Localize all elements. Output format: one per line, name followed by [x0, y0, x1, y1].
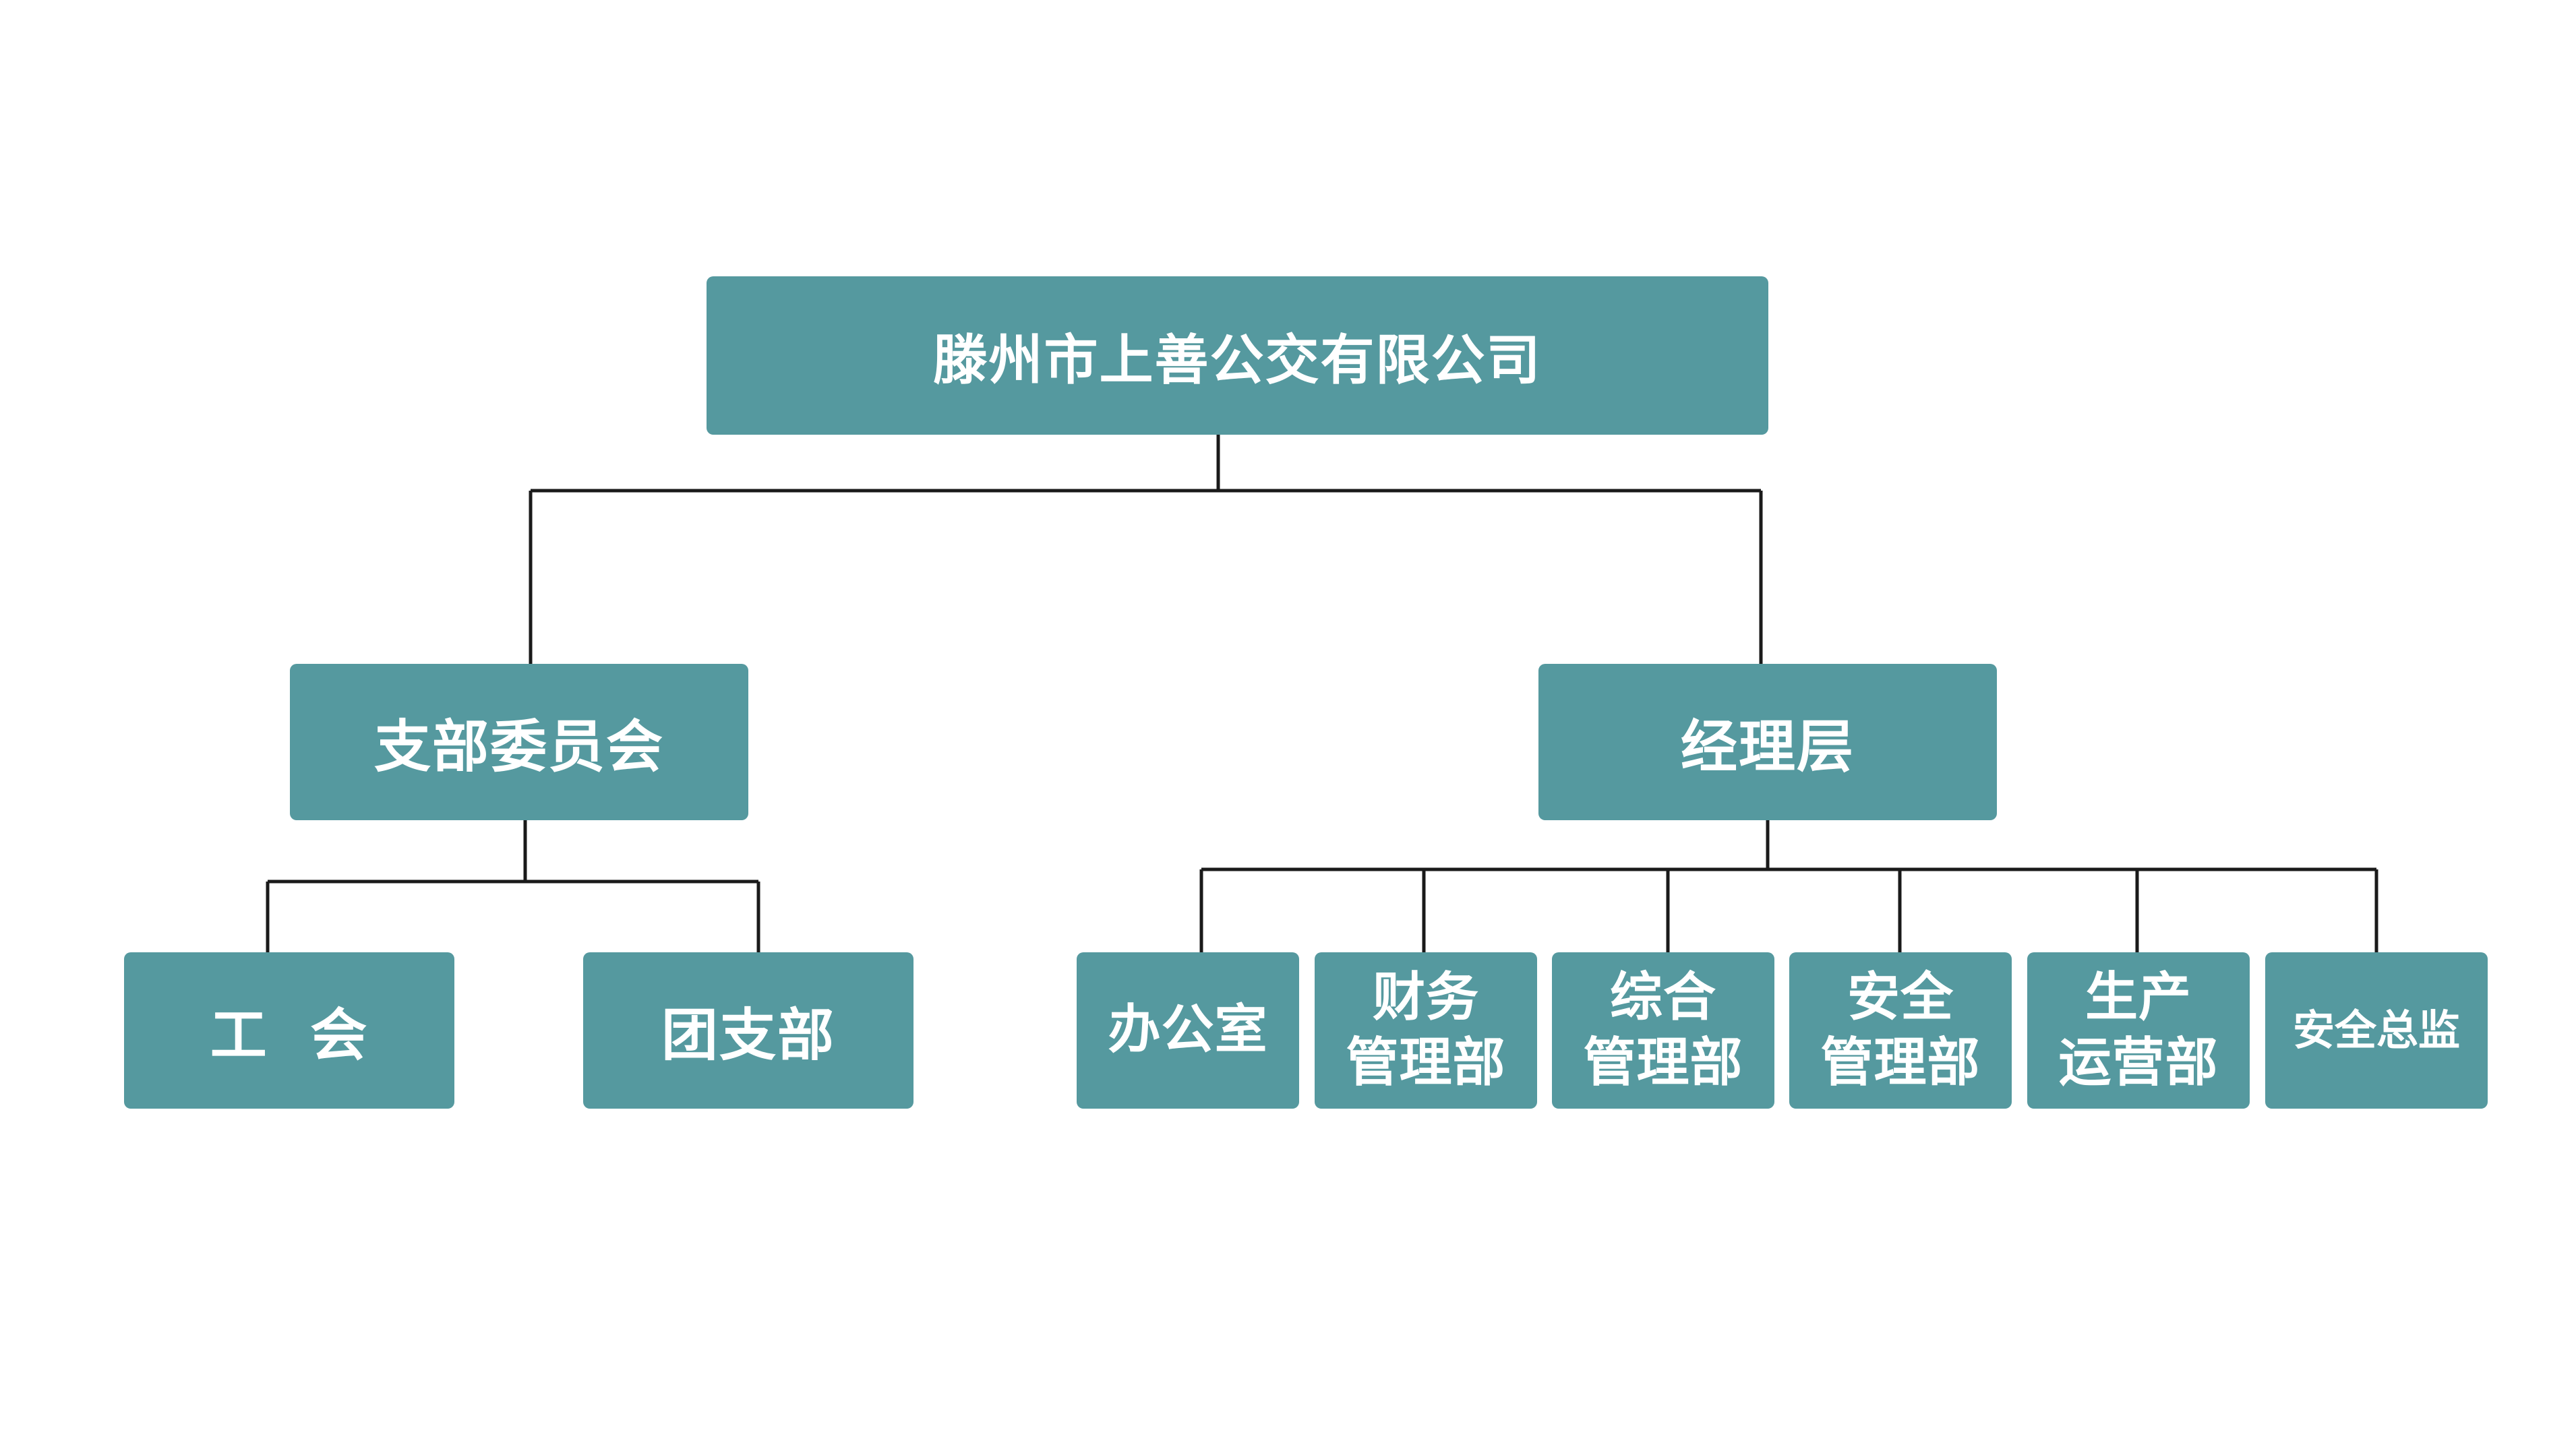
department-node-safety: 安全 管理部	[1789, 952, 2012, 1109]
branch-committee-label: 支部委员会	[373, 713, 664, 780]
department-label: 生产 运营部	[2058, 966, 2219, 1094]
department-label: 安全总监	[2292, 1006, 2460, 1055]
department-node-general: 综合 管理部	[1552, 952, 1774, 1109]
management-label: 经理层	[1680, 713, 1855, 780]
department-node-safety-director: 安全总监	[2265, 952, 2488, 1109]
department-label: 财务 管理部	[1346, 966, 1506, 1094]
youth-league-node: 团支部	[583, 952, 913, 1109]
department-node-operations: 生产 运营部	[2027, 952, 2250, 1109]
department-label: 综合 管理部	[1583, 966, 1743, 1094]
department-node-office: 办公室	[1077, 952, 1299, 1109]
branch-committee-node: 支部委员会	[290, 664, 748, 820]
department-label: 安全 管理部	[1820, 966, 1981, 1094]
company-name: 滕州市上善公交有限公司	[933, 328, 1542, 392]
department-node-finance: 财务 管理部	[1315, 952, 1537, 1109]
youth-league-label: 团支部	[661, 1001, 835, 1068]
labor-union-node: 工 会	[124, 952, 454, 1109]
company-node: 滕州市上善公交有限公司	[707, 276, 1768, 435]
management-node: 经理层	[1538, 664, 1997, 820]
labor-union-label: 工 会	[210, 1001, 369, 1068]
department-label: 办公室	[1108, 999, 1268, 1061]
